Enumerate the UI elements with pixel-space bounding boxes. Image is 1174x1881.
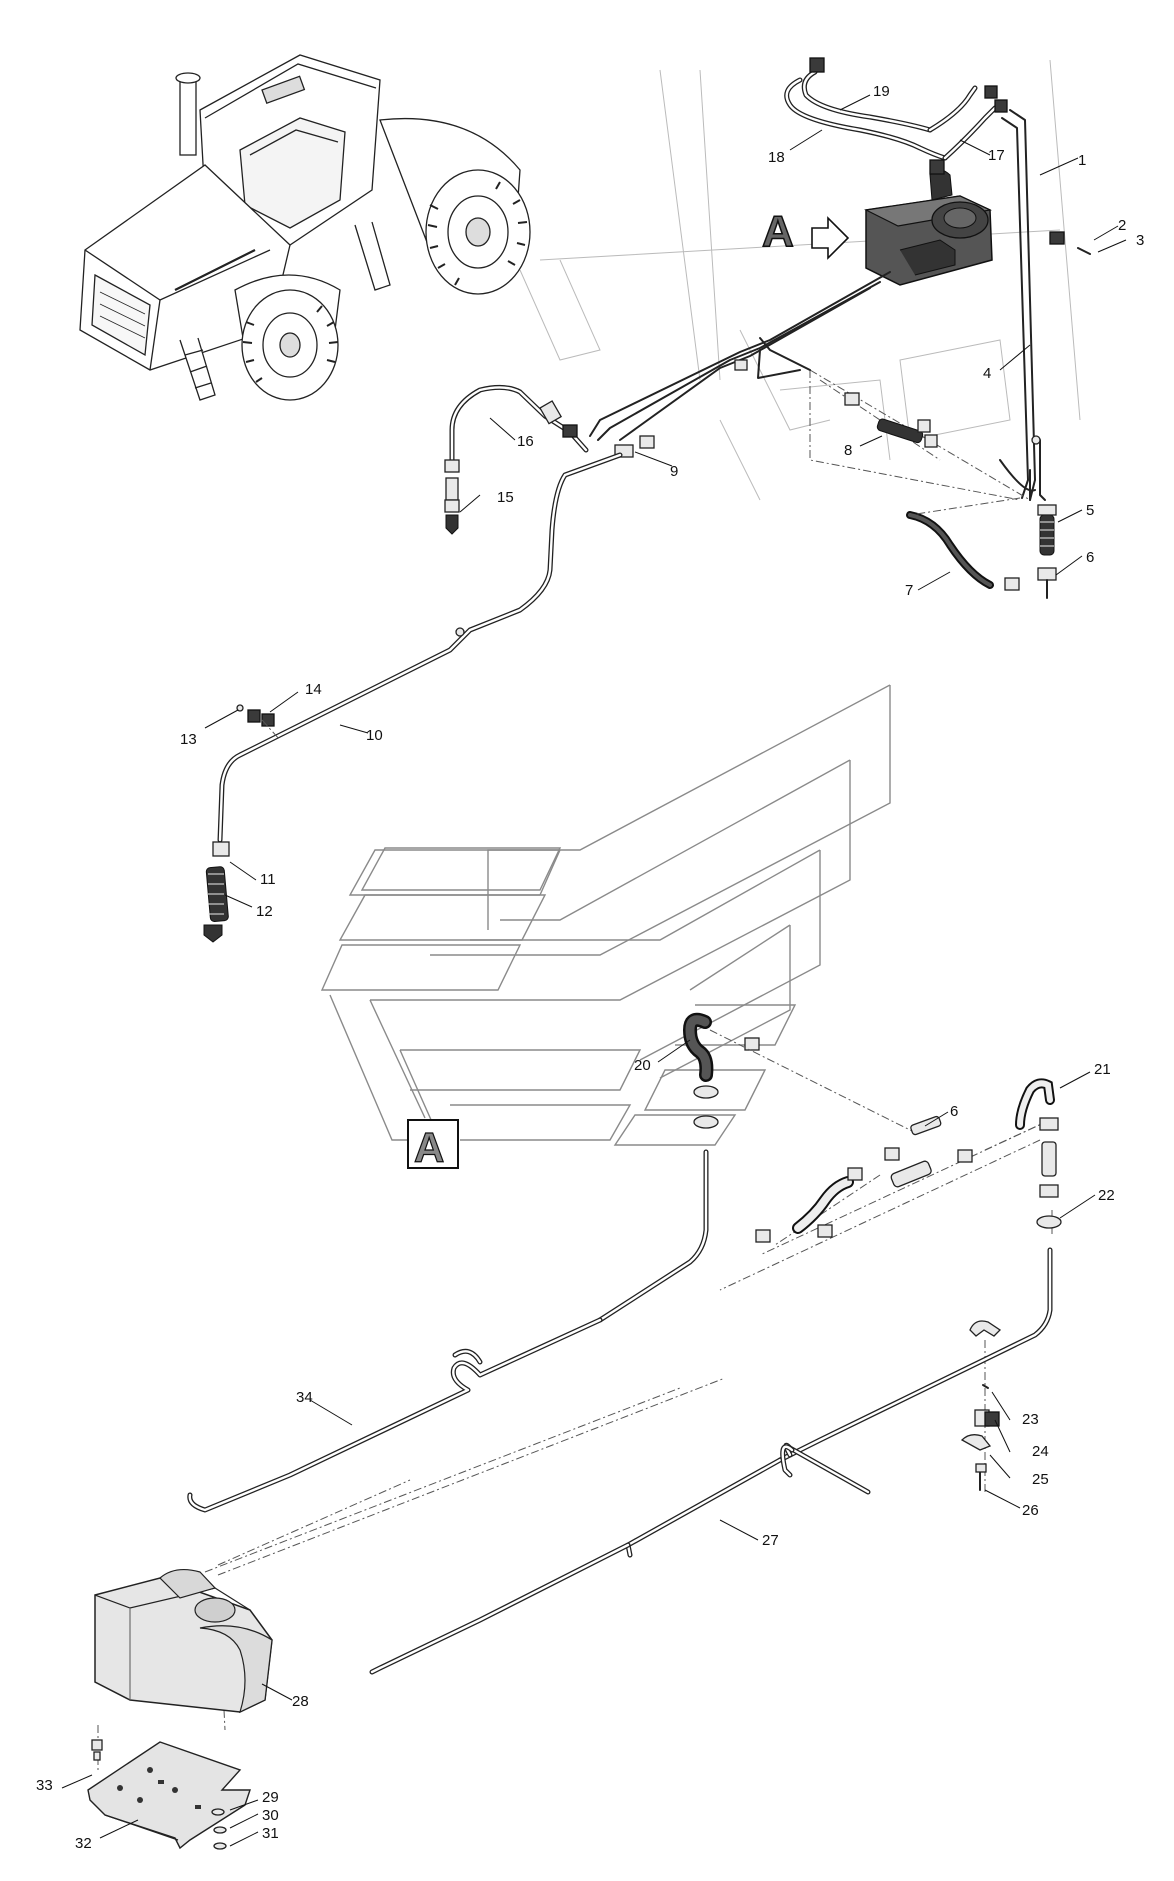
callout-6: 6 (1086, 549, 1094, 566)
watermark-logo-shape (320, 684, 891, 1146)
pipe-27 (369, 1442, 871, 1675)
callout-9: 9 (670, 463, 678, 480)
right-vertical-pipes (999, 109, 1091, 501)
callout-labels: 1 2 3 4 5 6 7 8 9 10 11 12 13 14 15 16 1… (36, 83, 1144, 1852)
clamp-assembly-23-26 (960, 1320, 1002, 1491)
callout-28: 28 (292, 1693, 309, 1710)
callout-23: 23 (1022, 1411, 1039, 1428)
callout-26: 26 (1022, 1502, 1039, 1519)
hose-7 (906, 511, 1020, 591)
upper-hoses (784, 57, 1008, 175)
callout-15: 15 (497, 489, 514, 506)
callout-16: 16 (517, 433, 534, 450)
callout-34: 34 (296, 1389, 313, 1406)
callout-25: 25 (1032, 1471, 1049, 1488)
callout-10: 10 (366, 727, 383, 744)
hose-connector-6-mid (884, 1115, 973, 1188)
pipe-34 (187, 1317, 603, 1513)
callout-22: 22 (1098, 1187, 1115, 1204)
callout-leaders (61, 94, 1127, 1847)
tractor-illustration (79, 54, 531, 401)
callout-29: 29 (262, 1789, 279, 1806)
view-a-arrow-indicator: A (761, 206, 850, 260)
callout-12: 12 (256, 903, 273, 920)
callout-14: 14 (305, 681, 322, 698)
callout-5: 5 (1086, 502, 1094, 519)
callout-31: 31 (262, 1825, 279, 1842)
callout-1: 1 (1078, 152, 1086, 169)
heater-unit (864, 169, 993, 286)
callout-30: 30 (262, 1807, 279, 1824)
callout-2: 2 (1118, 217, 1126, 234)
callout-17: 17 (988, 147, 1005, 164)
callout-27: 27 (762, 1532, 779, 1549)
front-wheel-icon (241, 289, 339, 401)
hose-coupling-5-6 (1037, 504, 1057, 599)
callout-19: 19 (873, 83, 890, 100)
assembly-guide-lines-mid (97, 1029, 1053, 1770)
callout-8: 8 (844, 442, 852, 459)
assembly-guide-lines-top (809, 369, 1031, 516)
pipe-16-assembly (444, 384, 589, 535)
callout-21: 21 (1094, 1061, 1111, 1078)
hose-connector-8 (844, 392, 938, 448)
callout-13: 13 (180, 731, 197, 748)
short-hose-mid (755, 1167, 863, 1243)
callout-32: 32 (75, 1835, 92, 1852)
heater-cover (94, 1568, 273, 1714)
view-a-box-label: A (414, 1124, 444, 1171)
callout-3: 3 (1136, 232, 1144, 249)
hose-20-assembly (597, 1012, 760, 1323)
pipe-10-assembly (203, 452, 623, 943)
pipe-bundle-9 (589, 271, 891, 458)
arrow-right-icon (811, 216, 850, 260)
callout-11: 11 (260, 871, 276, 888)
rear-wheel-icon (425, 169, 531, 295)
callout-33: 33 (36, 1777, 53, 1794)
callout-7: 7 (905, 582, 913, 599)
view-a-label: A (762, 207, 794, 256)
view-a-box: A (407, 1119, 459, 1172)
callout-18: 18 (768, 149, 785, 166)
callout-6-mid: 6 (950, 1103, 958, 1120)
callout-4: 4 (983, 365, 991, 382)
hose-21-22 (777, 1078, 1062, 1463)
cab-frame-background (519, 59, 1081, 501)
callout-24: 24 (1032, 1443, 1049, 1460)
callout-20: 20 (634, 1057, 651, 1074)
mounting-plate (87, 1739, 251, 1850)
